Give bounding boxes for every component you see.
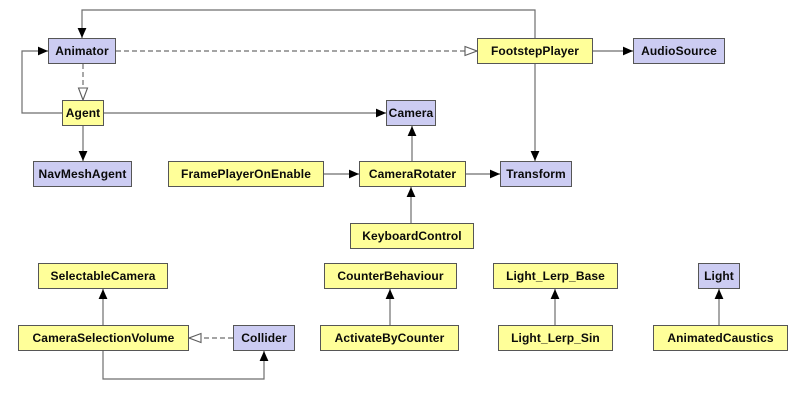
- node-audio-source[interactable]: AudioSource: [633, 38, 725, 64]
- node-camera-rotater[interactable]: CameraRotater: [359, 161, 466, 187]
- node-camera[interactable]: Camera: [386, 100, 436, 126]
- node-collider[interactable]: Collider: [233, 325, 295, 351]
- node-light[interactable]: Light: [698, 263, 740, 289]
- node-light-lerp-base[interactable]: Light_Lerp_Base: [493, 263, 618, 289]
- node-camera-selection-volume[interactable]: CameraSelectionVolume: [18, 325, 189, 351]
- node-agent[interactable]: Agent: [62, 100, 104, 126]
- node-frame-player-on-enable[interactable]: FramePlayerOnEnable: [168, 161, 324, 187]
- edge-agent-to-animator: [21, 46, 62, 114]
- node-counter-behaviour[interactable]: CounterBehaviour: [324, 263, 457, 289]
- node-animated-caustics[interactable]: AnimatedCaustics: [653, 325, 788, 351]
- node-transform[interactable]: Transform: [500, 161, 572, 187]
- node-nav-mesh-agent[interactable]: NavMeshAgent: [33, 161, 132, 187]
- node-animator[interactable]: Animator: [48, 38, 116, 64]
- node-activate-by-counter[interactable]: ActivateByCounter: [320, 325, 459, 351]
- edge-cameraselectionvolume-to-collider: [102, 351, 269, 380]
- node-keyboard-control[interactable]: KeyboardControl: [350, 223, 474, 249]
- node-light-lerp-sin[interactable]: Light_Lerp_Sin: [498, 325, 613, 351]
- node-selectable-camera[interactable]: SelectableCamera: [38, 263, 168, 289]
- edge-footstepplayer-to-animator: [77, 9, 536, 38]
- node-footstep-player[interactable]: FootstepPlayer: [477, 38, 593, 64]
